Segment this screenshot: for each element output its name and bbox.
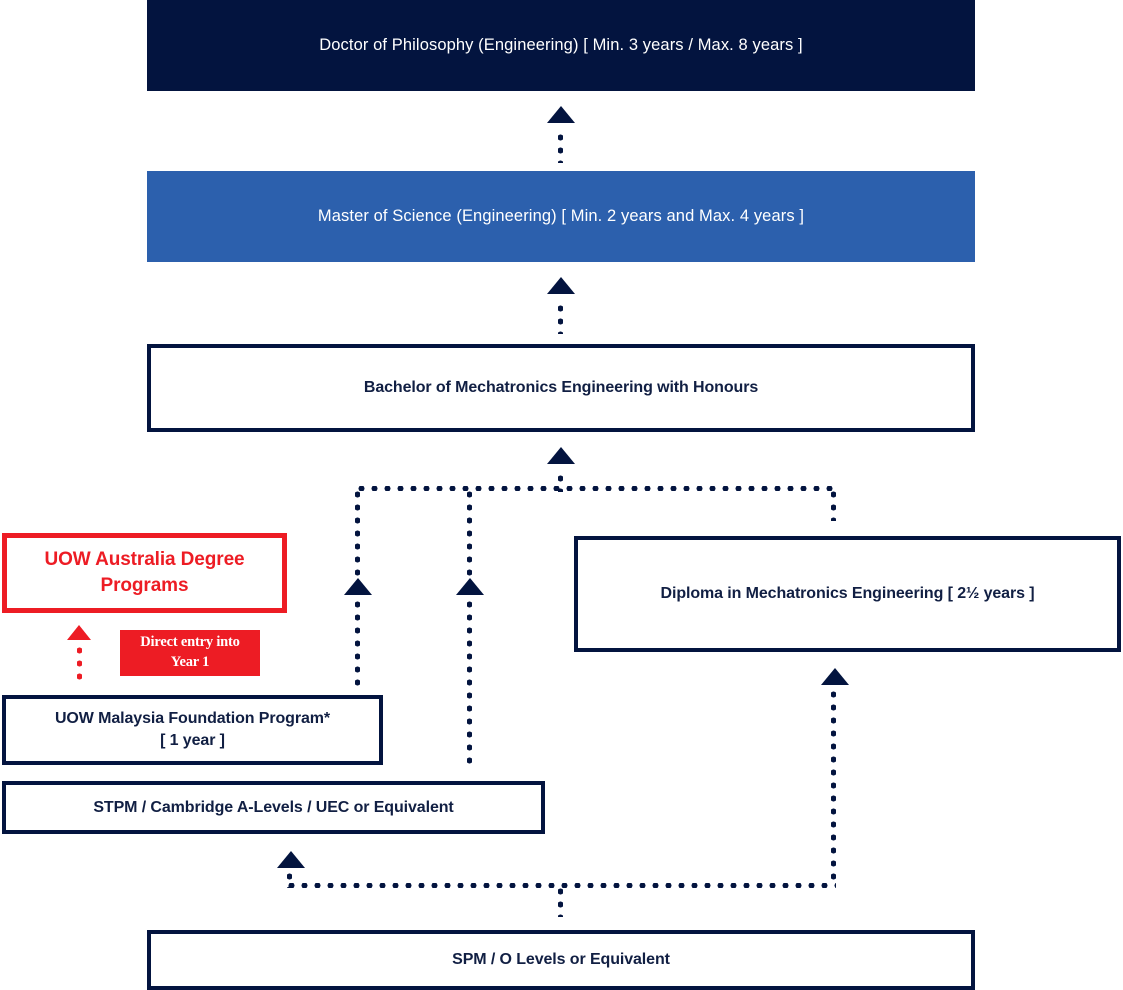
node-bachelor-mechatronics[interactable]: Bachelor of Mechatronics Engineering wit… <box>147 344 975 432</box>
connector-foundation-to-uow-australia-line <box>77 644 82 686</box>
connector-msc-to-phd-line <box>558 131 563 163</box>
node-uow-australia-degree-programs[interactable]: UOW Australia Degree Programs <box>2 533 287 613</box>
connector-bus-to-diploma-line <box>831 488 836 521</box>
node-bachelor-mechatronics-label: Bachelor of Mechatronics Engineering wit… <box>363 379 759 397</box>
node-doctor-of-philosophy-label: Doctor of Philosophy (Engineering) [ Min… <box>319 36 803 55</box>
node-uow-malaysia-foundation-label-line2: [ 1 year ] <box>160 732 225 749</box>
node-uow-malaysia-foundation[interactable]: UOW Malaysia Foundation Program* [ 1 yea… <box>2 695 383 765</box>
connector-stpm-to-bachelor-arrow <box>456 578 484 595</box>
connector-spm-to-stpm-arrow <box>277 851 305 868</box>
node-uow-malaysia-foundation-label-line1: UOW Malaysia Foundation Program* <box>54 710 331 728</box>
node-direct-entry-year-1-label: Direct entry into Year 1 <box>140 634 240 670</box>
connector-stpm-to-bachelor-line <box>467 598 472 770</box>
connector-bachelor-to-msc-arrow <box>547 277 575 294</box>
node-uow-australia-degree-programs-label: UOW Australia Degree Programs <box>44 549 245 596</box>
node-doctor-of-philosophy[interactable]: Doctor of Philosophy (Engineering) [ Min… <box>147 0 975 91</box>
connector-spm-to-stpm-line <box>287 870 292 888</box>
node-diploma-mechatronics[interactable]: Diploma in Mechatronics Engineering [ 2½… <box>574 536 1121 652</box>
node-diploma-mechatronics-label: Diploma in Mechatronics Engineering [ 2½… <box>660 585 1035 603</box>
node-spm-o-levels[interactable]: SPM / O Levels or Equivalent <box>147 930 975 990</box>
node-direct-entry-year-1[interactable]: Direct entry into Year 1 <box>120 630 260 676</box>
connector-bus-to-bachelor-arrow <box>547 447 575 464</box>
node-stpm-alevels-uec-label: STPM / Cambridge A-Levels / UEC or Equiv… <box>93 798 454 816</box>
node-master-of-science[interactable]: Master of Science (Engineering) [ Min. 2… <box>147 171 975 262</box>
connector-bus-to-stpm-upper <box>467 488 472 586</box>
connector-foundation-to-bachelor-line <box>355 598 360 688</box>
node-spm-o-levels-label: SPM / O Levels or Equivalent <box>452 951 670 969</box>
connector-entry-bus-horizontal <box>355 486 836 491</box>
connector-foundation-to-bachelor-arrow <box>344 578 372 595</box>
connector-bus-to-foundation-upper <box>355 488 360 586</box>
node-stpm-alevels-uec[interactable]: STPM / Cambridge A-Levels / UEC or Equiv… <box>2 781 545 834</box>
connector-spm-to-diploma-arrow <box>821 668 849 685</box>
connector-spm-to-diploma-line <box>831 688 836 886</box>
connector-bus-to-bachelor-line <box>558 472 563 492</box>
node-master-of-science-label: Master of Science (Engineering) [ Min. 2… <box>317 207 805 226</box>
connector-bachelor-to-msc-line <box>558 302 563 334</box>
connector-foundation-to-uow-australia-arrow <box>67 625 91 640</box>
connector-msc-to-phd-arrow <box>547 106 575 123</box>
connector-spm-to-bus-line <box>558 885 563 917</box>
